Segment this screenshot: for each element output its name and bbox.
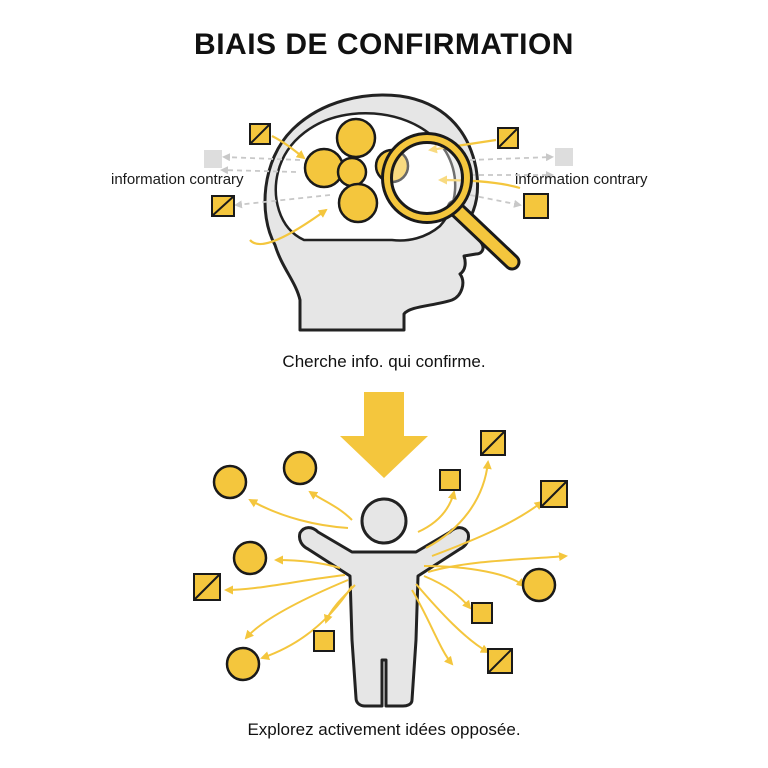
confirming-arrows [249, 135, 521, 246]
person-figure [298, 497, 470, 708]
exploring-arrows [224, 460, 568, 666]
idea-square [313, 630, 335, 652]
top-caption: Cherche info. qui confirme. [282, 352, 486, 371]
info-square [211, 195, 235, 217]
idea-square [471, 602, 493, 624]
label-left: information contrary [111, 171, 244, 188]
idea-square [540, 480, 568, 508]
magnifier-icon [381, 132, 521, 271]
idea-circles [212, 450, 557, 682]
ignored-square-right [555, 148, 573, 166]
page-title: BIAIS DE CONFIRMATION [194, 28, 574, 61]
ignored-arrows [220, 153, 554, 209]
info-square [249, 123, 271, 145]
info-square [497, 127, 519, 149]
idea-square [487, 648, 513, 674]
idea-square [439, 469, 461, 491]
bottom-caption: Explorez activement idées opposée. [247, 720, 521, 739]
ignored-square-left [204, 150, 222, 168]
down-arrow-icon [340, 392, 428, 478]
idea-square [193, 573, 221, 601]
info-square [523, 193, 549, 219]
idea-square [480, 430, 506, 456]
label-right: information contrary [515, 171, 648, 188]
